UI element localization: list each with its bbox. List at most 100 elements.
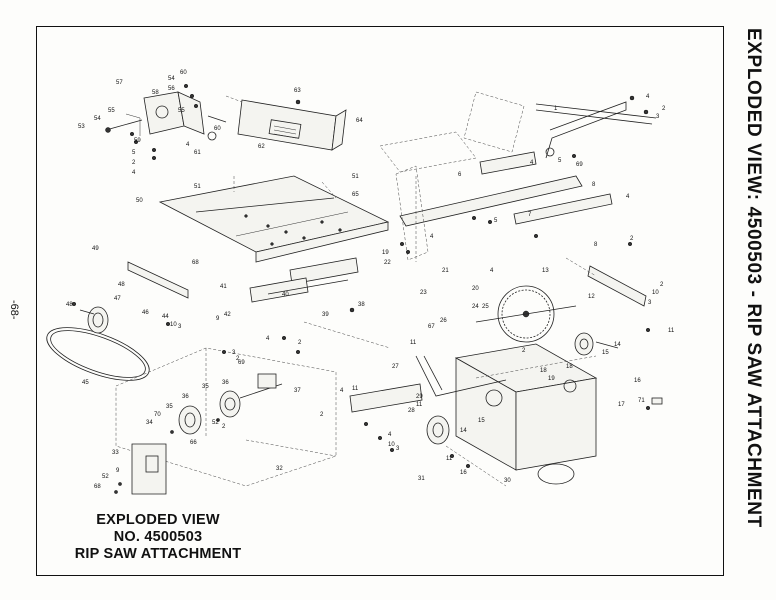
- part-label: 70: [154, 412, 161, 418]
- part-label: 24: [472, 304, 479, 310]
- side-title: EXPLODED VIEW: 4500503 - RIP SAW ATTACHM…: [743, 28, 764, 528]
- part-label: 69: [238, 360, 245, 366]
- part-label: 25: [482, 304, 489, 310]
- part-label: 9: [116, 468, 120, 474]
- part-label: 19: [382, 250, 389, 256]
- part-label: 45: [82, 380, 89, 386]
- saw-blade-13: [475, 285, 577, 343]
- part-label: 10: [652, 290, 659, 296]
- part-label: 34: [146, 420, 153, 426]
- part-label: 65: [352, 192, 359, 198]
- part-label: 32: [276, 466, 283, 472]
- part-label: 4: [430, 234, 434, 240]
- part-label: 2: [662, 106, 666, 112]
- part-label: 2: [132, 160, 136, 166]
- part-label: 2: [660, 282, 664, 288]
- switch-box-64: [225, 95, 347, 151]
- part-label: 69: [576, 162, 583, 168]
- part-label: 11: [352, 386, 359, 392]
- part-label: 2: [630, 236, 634, 242]
- part-label: 68: [94, 484, 101, 490]
- part-label: 23: [420, 290, 427, 296]
- part-label: 51: [352, 174, 359, 180]
- hardware-fasteners: [165, 153, 663, 469]
- part-label: 18: [566, 364, 573, 370]
- lower-bracket-27: [415, 355, 507, 397]
- part-label: 3: [648, 300, 652, 306]
- blade-guard-dashed: [379, 91, 525, 261]
- part-label: 49: [92, 246, 99, 252]
- part-label: 36: [182, 394, 189, 400]
- part-label: 30: [504, 478, 511, 484]
- part-label: 3: [232, 350, 236, 356]
- part-label: 2: [320, 412, 324, 418]
- part-label: 35: [202, 384, 209, 390]
- part-label: 58: [152, 90, 159, 96]
- part-label: 42: [224, 312, 231, 318]
- main-frame-rails: [349, 95, 657, 413]
- part-label: 61: [194, 150, 201, 156]
- part-label: 63: [294, 88, 301, 94]
- caption-line-2: NO. 4500503: [113, 529, 203, 545]
- motor-pulley-47: [71, 301, 109, 334]
- side-pulley-assembly: [426, 332, 619, 445]
- page-number: -68-: [8, 300, 20, 320]
- part-label: 4: [530, 160, 534, 166]
- part-label: 38: [358, 302, 365, 308]
- part-label: 31: [418, 476, 425, 482]
- part-label: 11: [416, 402, 423, 408]
- part-label: 15: [478, 418, 485, 424]
- part-label: 10: [170, 322, 177, 328]
- part-label: 50: [136, 198, 143, 204]
- part-label: 4: [626, 194, 630, 200]
- part-label: 2: [522, 348, 526, 354]
- part-label: 56: [168, 86, 175, 92]
- part-label: 39: [322, 312, 329, 318]
- part-label: 52: [102, 474, 109, 480]
- part-label: 5: [132, 150, 136, 156]
- part-label: 66: [190, 440, 197, 446]
- part-label: 7: [528, 212, 532, 218]
- part-label: 4: [266, 336, 270, 342]
- part-label: 5: [494, 218, 498, 224]
- part-label: 18: [540, 368, 547, 374]
- pivot-bracket-1: [545, 101, 627, 159]
- part-label: 54: [168, 76, 175, 82]
- part-label: 57: [116, 80, 123, 86]
- part-label: 52: [212, 420, 219, 426]
- diagram-frame: [36, 26, 724, 576]
- part-label: 4: [186, 142, 190, 148]
- motor-bracket-assembly: [105, 83, 227, 161]
- part-label: 41: [220, 284, 227, 290]
- part-label: 11: [410, 340, 417, 346]
- part-label: 60: [214, 126, 221, 132]
- part-label: 10: [388, 442, 395, 448]
- caption-line-3: RIP SAW ATTACHMENT: [74, 546, 242, 562]
- exploded-view-diagram: 57 60 58 54 56 54 55 53 59 5 2 4 55 60 6…: [46, 70, 675, 495]
- part-label: 6: [458, 172, 462, 178]
- part-label: 3: [178, 324, 182, 330]
- part-label: 4: [132, 170, 136, 176]
- caption-line-1: EXPLODED VIEW: [96, 512, 220, 528]
- part-label: 35: [166, 404, 173, 410]
- part-label: 47: [114, 296, 121, 302]
- part-label: 1: [554, 106, 558, 112]
- shaft-cover-33: [114, 443, 167, 495]
- part-label: 19: [548, 376, 555, 382]
- fence-rails: [127, 257, 359, 313]
- connector-lines: [245, 176, 597, 487]
- part-label: 16: [634, 378, 641, 384]
- part-label: 11: [446, 456, 453, 462]
- part-label: 4: [646, 94, 650, 100]
- part-label: 44: [162, 314, 169, 320]
- part-label: 62: [258, 144, 265, 150]
- part-number-labels: 57 60 58 54 56 54 55 53 59 5 2 4 55 60 6…: [66, 70, 675, 490]
- part-label: 68: [192, 260, 199, 266]
- part-label: 11: [668, 328, 675, 334]
- part-label: 29: [416, 394, 423, 400]
- part-label: 67: [428, 324, 435, 330]
- caption-block: EXPLODED VIEW NO. 4500503 RIP SAW ATTACH…: [48, 512, 268, 563]
- part-label: 53: [78, 124, 85, 130]
- part-label: 15: [602, 350, 609, 356]
